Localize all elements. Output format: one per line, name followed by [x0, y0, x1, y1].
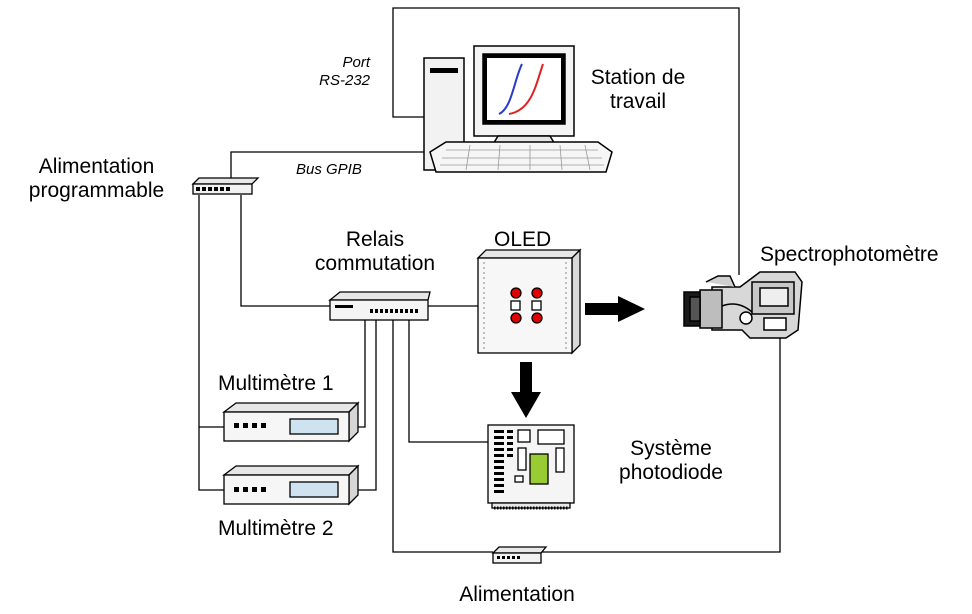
- oled-pixels: [510, 287, 543, 324]
- bus-gpib-label: Bus GPIB: [296, 161, 362, 178]
- screen-curves: [498, 63, 544, 115]
- wire-rs232: [392, 7, 740, 275]
- arrows: [511, 296, 645, 418]
- wire-relay-alim: [392, 320, 493, 553]
- port-label-line2: RS-232: [319, 72, 370, 89]
- workstation-icon: [423, 45, 613, 173]
- multimeter-1-icon: [222, 401, 360, 443]
- oled-label: OLED: [494, 228, 552, 251]
- wire-supply-multimeters: [198, 195, 224, 491]
- relay-label-line2: commutation: [314, 252, 436, 275]
- programmable-supply-label-line2: programmable: [28, 179, 165, 202]
- photodiode-system-label-line1: Système: [630, 437, 712, 460]
- photodiode-system-label: Système photodiode: [596, 437, 746, 485]
- relay-switch-icon: [328, 291, 431, 321]
- multimeter-2-label: Multimètre 2: [218, 517, 334, 540]
- arrow-right: [585, 296, 645, 322]
- power-supply-label: Alimentation: [459, 583, 575, 606]
- programmable-supply-label: Alimentation programmable: [4, 155, 189, 203]
- relay-label-line1: Relais: [345, 228, 405, 251]
- station-label-line1: Station de: [590, 66, 686, 89]
- programmable-supply-icon: [191, 177, 260, 195]
- wire-alim-spectro: [542, 338, 781, 553]
- oled-board-icon: [476, 248, 582, 355]
- curve-blue: [498, 63, 523, 115]
- spectrophotometer-icon: [683, 271, 803, 339]
- relay-label: Relais commutation: [290, 228, 460, 276]
- station-label: Station de travail: [578, 66, 698, 114]
- curve-red: [508, 63, 544, 115]
- programmable-supply-label-line1: Alimentation: [38, 155, 155, 178]
- power-supply-icon: [491, 546, 548, 564]
- port-label-line1: Port: [342, 54, 370, 71]
- station-label-line2: travail: [609, 90, 667, 113]
- wire-relay-photodiode: [408, 320, 488, 443]
- port-label: Port RS-232: [300, 54, 370, 90]
- multimeter-2-icon: [222, 464, 360, 506]
- arrow-down: [511, 362, 541, 418]
- photodiode-system-label-line2: photodiode: [619, 461, 723, 484]
- wire-supply-relay: [240, 195, 330, 307]
- photodiode-board-icon: [487, 424, 575, 510]
- wire-gpib-supply: [230, 151, 432, 182]
- spectrophotometer-label: Spectrophotomètre: [760, 243, 939, 266]
- multimeter-1-label: Multimètre 1: [218, 372, 334, 395]
- wires: [198, 7, 781, 553]
